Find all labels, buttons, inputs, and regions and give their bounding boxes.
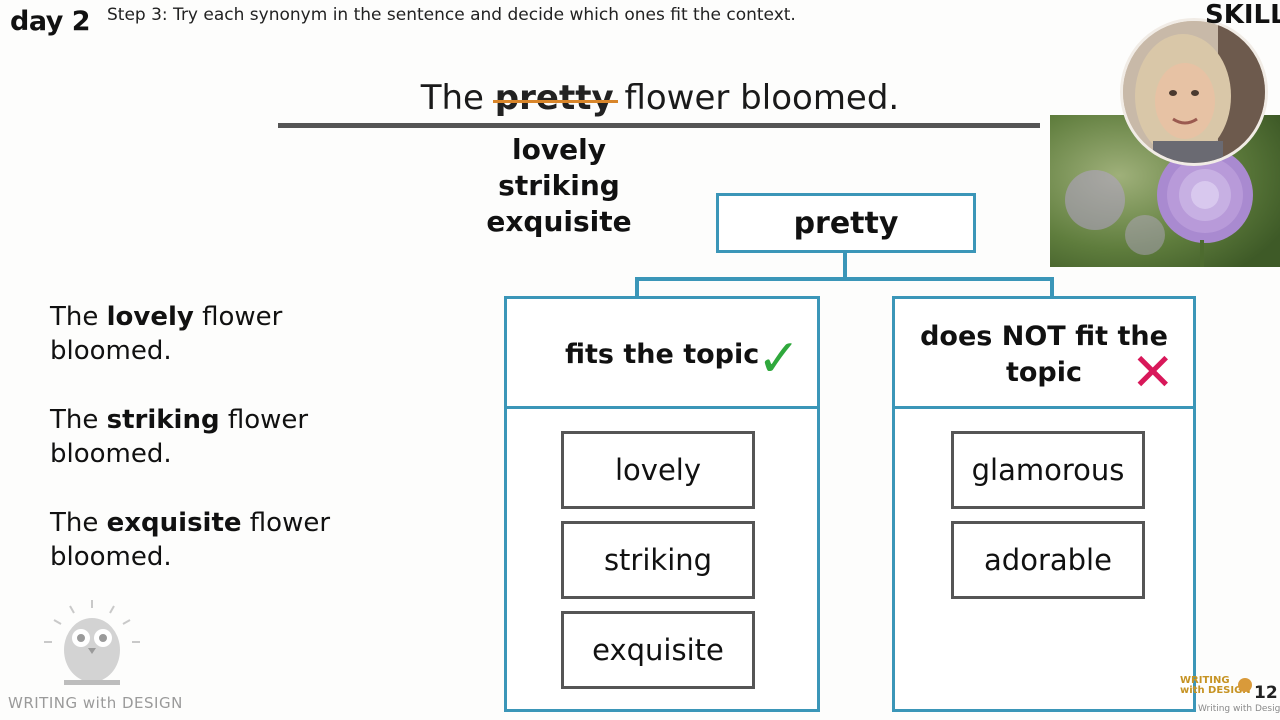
small-brand-line: with DESIGN [1180,685,1251,696]
sentence-underline [278,123,1040,128]
example-before: The [50,508,99,538]
owl-logo-icon [40,598,144,690]
fit-word-box: lovely [561,431,755,509]
target-sentence: The pretty flower bloomed. [280,78,1040,118]
synonym-item: striking [498,169,620,202]
root-word-box: pretty [716,193,976,253]
connector-line [843,250,847,278]
not-fits-label-line: does NOT fit the [920,321,1168,352]
overlay-corner-text: SKILL [1205,0,1280,30]
not-fits-column-header: does NOT fit the topic ✕ [895,299,1193,409]
example-word: exquisite [106,508,242,538]
example-sentence: The striking flower bloomed. [50,403,370,471]
not-fits-column: does NOT fit the topic ✕ [892,296,1196,712]
not-fits-label-line: topic [1005,357,1083,388]
fits-column-header: fits the topic ✓ [507,299,817,409]
fit-word-box: striking [561,521,755,599]
sentence-after: flower bloomed. [624,78,900,118]
example-word: lovely [106,302,194,332]
not-fits-label: does NOT fit the topic [895,319,1193,391]
example-before: The [50,405,99,435]
connector-line [635,277,1054,281]
example-before: The [50,302,99,332]
example-after: flower bloomed. [50,405,309,469]
presenter-avatar [1120,18,1268,166]
step-instruction: Step 3: Try each synonym in the sentence… [107,5,796,25]
small-brand-logo: WRITING with DESIGN [1180,676,1251,696]
not-fit-word-box: adorable [951,521,1145,599]
day-label: day 2 [10,6,91,37]
not-fit-word-box: glamorous [951,431,1145,509]
small-brand-caption: Writing with Design [1198,704,1280,714]
brand-wordmark: WRITING with DESIGN [8,694,183,712]
page-number: 12 [1254,683,1278,703]
small-owl-icon [1238,678,1252,692]
small-brand-line: WRITING [1180,675,1230,686]
synonym-item: lovely [512,133,606,166]
fits-label: fits the topic [565,339,760,370]
example-word: striking [106,405,220,435]
fit-word-box: exquisite [561,611,755,689]
example-sentence: The exquisite flower bloomed. [50,506,370,574]
example-after: flower bloomed. [50,302,283,366]
cross-icon: ✕ [1131,343,1175,403]
struck-word: pretty [492,78,618,118]
sentence-before: The [420,78,484,118]
connector-line [635,277,639,297]
example-sentence: The lovely flower bloomed. [50,300,370,368]
example-after: flower bloomed. [50,508,331,572]
synonym-item: exquisite [486,205,632,238]
checkmark-icon: ✓ [757,329,801,389]
connector-line [1050,277,1054,297]
synonym-list: lovely striking exquisite [470,132,648,240]
